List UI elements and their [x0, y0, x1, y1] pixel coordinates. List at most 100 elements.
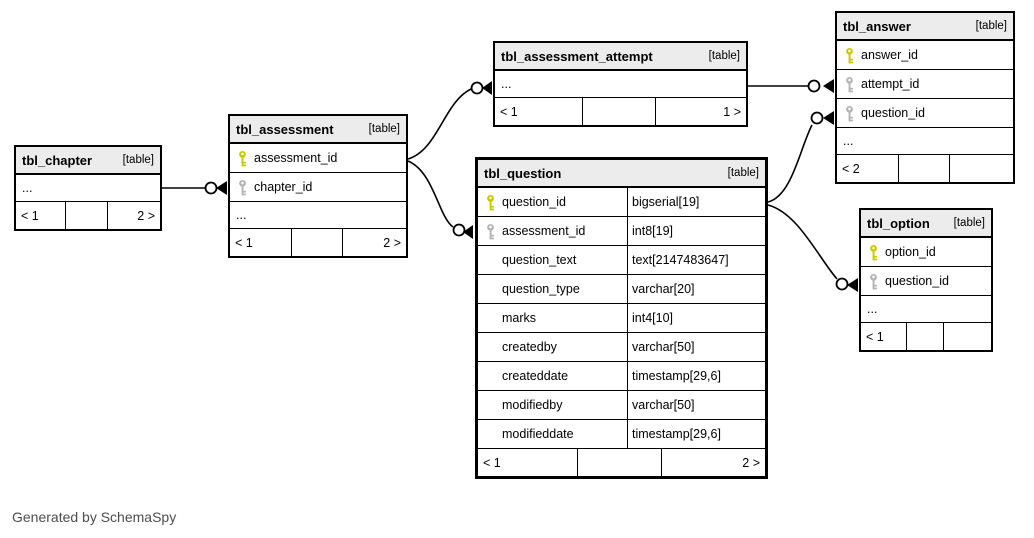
more-columns-row: ... — [16, 175, 160, 202]
table-name: tbl_question — [484, 165, 562, 181]
column-type: varchar[50] — [632, 398, 695, 412]
pager-next[interactable] — [950, 155, 1013, 182]
foreign-key-icon — [478, 223, 502, 240]
pager-next[interactable] — [944, 323, 991, 350]
column-row: question_id bigserial[19] — [478, 188, 765, 217]
table-pager: < 1 2 > — [16, 202, 160, 229]
table-name: tbl_answer — [843, 18, 911, 34]
foreign-key-icon — [837, 76, 861, 93]
column-type: int4[10] — [632, 311, 674, 325]
column-name: attempt_id — [861, 77, 920, 91]
table-header: tbl_answer [table] — [837, 13, 1013, 41]
pager-prev[interactable]: < 2 — [837, 155, 899, 182]
relation-assessment-to-attempt — [407, 81, 492, 160]
table-pager: < 1 — [861, 323, 991, 350]
relation-question-to-option — [767, 204, 858, 292]
relation-assessment-to-question — [407, 160, 473, 239]
foreign-key-icon — [837, 105, 861, 122]
table-header: tbl_assessment [table] — [230, 116, 406, 144]
table-header: tbl_option[table] — [861, 210, 991, 238]
pager-middle — [66, 202, 109, 229]
pager-next[interactable]: 1 > — [723, 104, 741, 119]
primary-key-icon — [478, 194, 502, 211]
column-row: question_text text[2147483647] — [478, 246, 765, 275]
table-pager: < 1 1 > — [495, 98, 746, 125]
pager-next[interactable]: 2 > — [742, 455, 760, 470]
table-pager: < 2 — [837, 155, 1013, 182]
pager-prev[interactable]: < 1 — [16, 202, 67, 229]
table-header: tbl_question [table] — [478, 160, 765, 188]
column-row: modifiedby varchar[50] — [478, 391, 765, 420]
pager-prev[interactable]: < 1 — [230, 229, 292, 256]
column-name: createddate — [502, 369, 569, 383]
table-pager: < 1 2 > — [478, 449, 765, 476]
table-name: tbl_assessment_attempt — [501, 48, 653, 64]
column-type: varchar[50] — [632, 340, 695, 354]
column-name: question_id — [861, 106, 925, 120]
relation-chapter-to-assessment — [162, 181, 227, 195]
column-row: assessment_id int8[19] — [478, 217, 765, 246]
column-name-cell: question_id — [478, 188, 628, 216]
pager-middle — [899, 155, 950, 182]
column-row: createdby varchar[50] — [478, 333, 765, 362]
column-type: bigserial[19] — [632, 195, 700, 209]
pager-middle — [292, 229, 343, 256]
column-row: answer_id — [837, 41, 1013, 70]
pager-prev[interactable]: < 1 — [495, 98, 583, 125]
column-type: timestamp[29,6] — [632, 427, 721, 441]
table-type-badge: [table] — [368, 123, 400, 135]
table-type-badge: [table] — [708, 50, 740, 62]
table-header: tbl_assessment_attempt [table] — [495, 43, 746, 71]
column-name-cell: assessment_id — [478, 217, 628, 245]
column-type: varchar[20] — [632, 282, 695, 296]
pager-next[interactable]: 2 > — [137, 208, 155, 223]
pager-next[interactable]: 2 > — [383, 235, 401, 250]
column-name-cell: question_type — [478, 275, 628, 303]
primary-key-icon — [861, 244, 885, 261]
column-name: modifieddate — [502, 427, 574, 441]
column-name: marks — [502, 311, 537, 325]
column-name-cell: createddate — [478, 362, 628, 390]
column-type: text[2147483647] — [632, 253, 729, 267]
pager-middle — [583, 98, 656, 125]
column-type: int8[19] — [632, 224, 674, 238]
more-columns-row: ... — [837, 128, 1013, 155]
column-row: question_type varchar[20] — [478, 275, 765, 304]
table-name: tbl_chapter — [22, 152, 93, 168]
column-name: answer_id — [861, 48, 918, 62]
column-name: question_id — [502, 195, 566, 209]
relation-attempt-to-answer — [748, 79, 834, 93]
table-tbl_option[interactable]: tbl_option[table] option_id question_id...… — [859, 208, 993, 352]
primary-key-icon — [230, 150, 254, 167]
column-row: option_id — [861, 238, 991, 267]
table-tbl_assessment_attempt[interactable]: tbl_assessment_attempt [table]...< 1 1 > — [493, 41, 748, 127]
column-name-cell: modifiedby — [478, 391, 628, 419]
more-columns-row: ... — [495, 71, 746, 98]
table-type-badge: [table] — [953, 217, 985, 229]
column-row: createddate timestamp[29,6] — [478, 362, 765, 391]
column-name-cell: createdby — [478, 333, 628, 361]
column-row: attempt_id — [837, 70, 1013, 99]
more-columns-row: ... — [861, 296, 991, 323]
pager-prev[interactable]: < 1 — [478, 449, 579, 476]
more-columns-row: ... — [230, 202, 406, 229]
table-name: tbl_assessment — [236, 121, 334, 137]
table-type-badge: [table] — [975, 20, 1007, 32]
column-name: question_text — [502, 253, 577, 267]
generated-by-note: Generated by SchemaSpy — [12, 509, 177, 525]
table-type-badge: [table] — [122, 154, 154, 166]
column-name: option_id — [885, 245, 936, 259]
column-name: modifiedby — [502, 398, 563, 412]
column-name: createdby — [502, 340, 557, 354]
column-name: question_id — [885, 274, 949, 288]
table-tbl_chapter[interactable]: tbl_chapter [table]...< 1 2 > — [14, 145, 162, 231]
pager-prev[interactable]: < 1 — [861, 323, 907, 350]
table-pager: < 1 2 > — [230, 229, 406, 256]
table-tbl_question[interactable]: tbl_question [table] question_id bigserial[… — [475, 157, 768, 479]
table-type-badge: [table] — [727, 167, 759, 179]
column-name: chapter_id — [254, 180, 313, 194]
column-type: timestamp[29,6] — [632, 369, 721, 383]
